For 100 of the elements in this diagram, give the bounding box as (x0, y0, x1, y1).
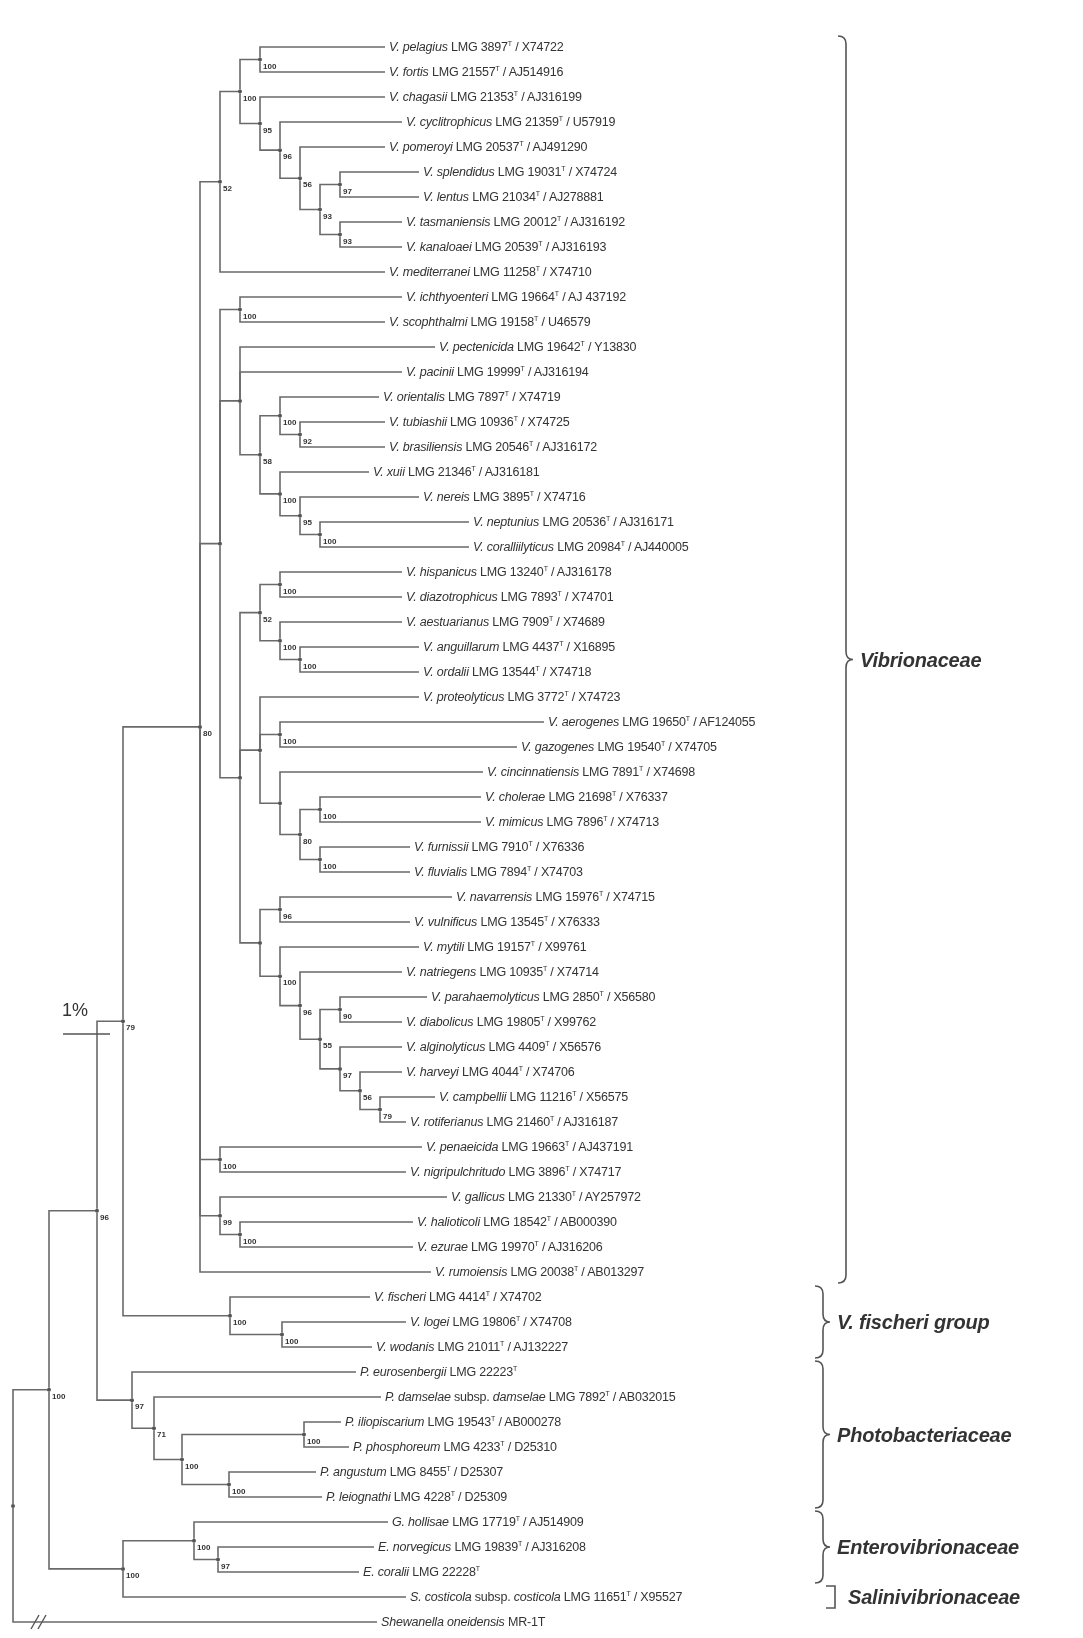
bootstrap-value: 90 (343, 1011, 352, 1021)
tree-branch (299, 660, 420, 673)
taxon-label: V. kanaloaei LMG 20539$^{T}$ / AJ316193 (402, 238, 607, 256)
bootstrap-value: 52 (263, 614, 272, 624)
branch-node (258, 940, 262, 945)
branch-node (95, 1208, 99, 1213)
branch-node (318, 807, 322, 812)
branch-node (338, 1007, 342, 1012)
tree-branch (279, 946, 420, 976)
tree-branch (229, 1296, 371, 1315)
tree-branch (259, 46, 386, 59)
tree-branch (279, 804, 301, 836)
bootstrap-value: 96 (283, 911, 292, 921)
branch-node (278, 491, 282, 496)
taxon-label: G. hollisae LMG 17719$^{T}$ / AJ514909 (388, 1513, 584, 1531)
taxon-label: V. tasmaniensis LMG 20012$^{T}$ / AJ316192 (402, 213, 625, 231)
taxon-label: V. cincinnatiensis LMG 7891$^{T}$ / X74698 (483, 763, 695, 781)
tree-branch (359, 1091, 381, 1111)
tree-branch (319, 860, 411, 873)
branch-node (278, 638, 282, 643)
tree-branch (279, 585, 403, 598)
taxon-label: V. neptunius LMG 20536$^{T}$ / AJ316171 (469, 513, 674, 531)
branch-node (121, 1566, 125, 1571)
taxon-label: V. cyclitrophicus LMG 21359$^{T}$ / U57919 (402, 113, 616, 131)
tree-branch (339, 221, 403, 234)
tree-branch (239, 58, 261, 91)
branch-node (278, 974, 282, 979)
branch-node (238, 398, 242, 403)
branch-node (298, 657, 302, 662)
branch-node (318, 207, 322, 212)
taxon-label: P. phosphoreum LMG 4233$^{T}$ / D25310 (349, 1438, 557, 1456)
tree-branch (379, 1096, 436, 1109)
taxon-label: V. navarrensis LMG 15976$^{T}$ / X74715 (452, 888, 655, 906)
branch-node (302, 1432, 306, 1437)
tree-branch (122, 726, 201, 1021)
bootstrap-value: 99 (223, 1217, 232, 1227)
tree-branch (259, 613, 281, 642)
bootstrap-value: 100 (223, 1161, 237, 1171)
taxon-label: V. diazotrophicus LMG 7893$^{T}$ / X74701 (402, 588, 614, 606)
tree-branch (181, 1433, 305, 1459)
tree-branch (339, 235, 403, 248)
branch-node (218, 1157, 222, 1162)
tree-branch (281, 1321, 407, 1334)
tree-branch (48, 1391, 124, 1570)
tree-branch (131, 1371, 357, 1399)
taxon-label: V. rumoiensis LMG 20038$^{T}$ / AB013297 (431, 1263, 644, 1281)
tree-branch (279, 121, 403, 149)
taxon-label: V. proteolyticus LMG 3772$^{T}$ / X74723 (419, 688, 621, 706)
tree-branch (259, 583, 281, 612)
tree-branch (279, 896, 453, 909)
tree-branch (299, 646, 420, 659)
tree-branch (319, 810, 482, 823)
branch-node (338, 182, 342, 187)
tree-branch (219, 1160, 407, 1173)
tree-branch (181, 1460, 230, 1486)
bootstrap-value: 97 (221, 1561, 230, 1571)
taxon-label: Shewanella oneidensis MR-1T (377, 1613, 546, 1631)
tree-branch (239, 296, 403, 309)
bootstrap-value: 80 (203, 728, 212, 738)
tree-branch (219, 1216, 241, 1236)
tree-branch (303, 1421, 342, 1434)
tree-branch (279, 495, 301, 517)
tree-branch (96, 1211, 133, 1401)
tree-branch (122, 1022, 231, 1317)
taxon-label: V. fluvialis LMG 7894$^{T}$ / X74703 (410, 863, 583, 881)
tree-branch (219, 1196, 448, 1215)
bootstrap-value: 93 (323, 211, 332, 221)
bootstrap-value: 100 (243, 311, 257, 321)
tree-branch (299, 146, 386, 178)
tree-branch (259, 60, 386, 73)
taxon-label: V. fischeri LMG 4414$^{T}$ / X74702 (370, 1288, 542, 1306)
branch-node (278, 732, 282, 737)
tree-branch (259, 414, 281, 454)
taxon-label: V. mytili LMG 19157$^{T}$ / X99761 (419, 938, 587, 956)
branch-node (238, 775, 242, 780)
tree-branch (199, 542, 221, 726)
bootstrap-value: 100 (323, 536, 337, 546)
taxon-label: V. furnissii LMG 7910$^{T}$ / X76336 (410, 838, 585, 856)
bootstrap-value: 100 (323, 861, 337, 871)
bootstrap-value: 100 (185, 1461, 199, 1471)
tree-branch (219, 182, 386, 273)
tree-branch (339, 171, 420, 184)
tree-branch (339, 185, 420, 198)
taxon-label: V. nereis LMG 3895$^{T}$ / X74716 (419, 488, 586, 506)
branch-node (227, 1482, 231, 1487)
taxon-label: V. ichthyoenteri LMG 19664$^{T}$ / AJ 437192 (402, 288, 626, 306)
taxon-label: V. logei LMG 19806$^{T}$ / X74708 (406, 1313, 572, 1331)
bootstrap-value: 96 (303, 1007, 312, 1017)
bootstrap-value: 100 (243, 93, 257, 103)
bootstrap-value: 92 (303, 436, 312, 446)
tree-branch (259, 944, 281, 978)
tree-branch (319, 846, 411, 859)
tree-branch (217, 1560, 360, 1573)
taxon-label: E. norvegicus LMG 19839$^{T}$ / AJ316208 (374, 1538, 586, 1556)
tree-branch (219, 90, 241, 181)
branch-node (238, 1232, 242, 1237)
branch-node (218, 541, 222, 546)
bootstrap-value: 56 (303, 180, 312, 190)
tree-branch (12, 1389, 50, 1505)
branch-node (258, 610, 262, 615)
